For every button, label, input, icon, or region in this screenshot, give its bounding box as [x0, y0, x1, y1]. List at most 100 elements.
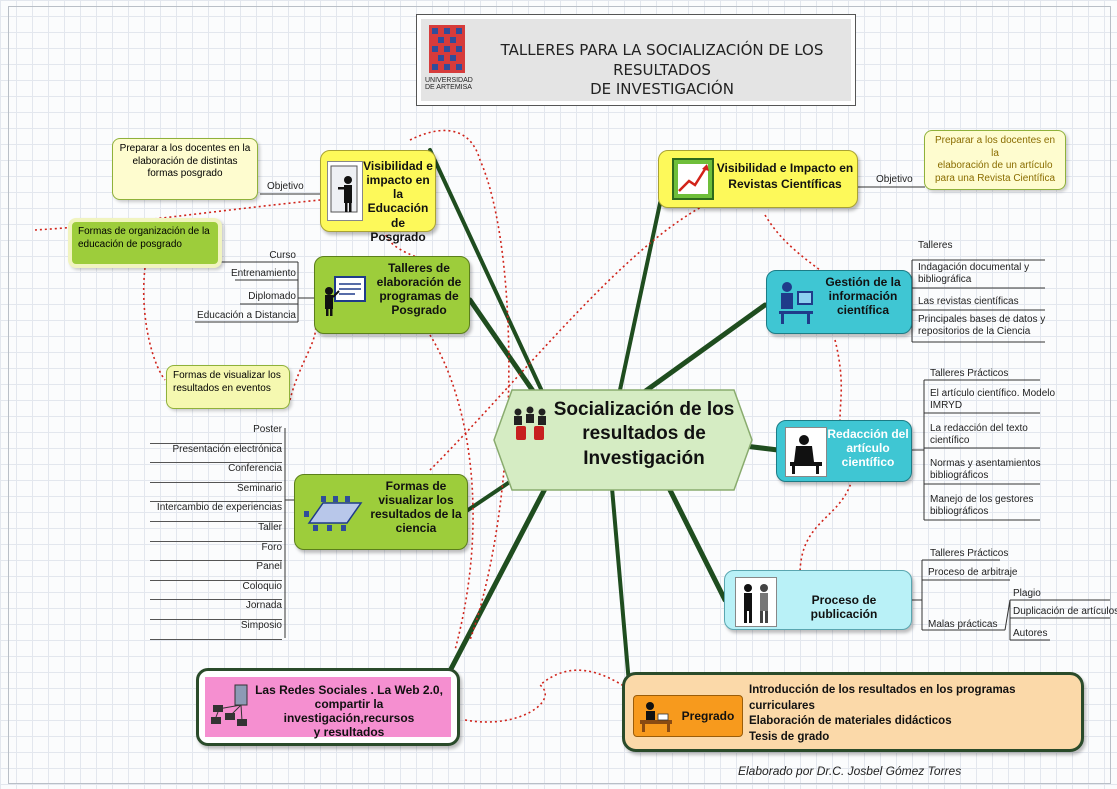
gestion-item-l2: bibliográfica: [918, 273, 972, 285]
relationship-links: [34, 129, 853, 723]
g-line3: científica: [836, 303, 890, 318]
gestion-item: Las revistas científicas: [918, 296, 1019, 308]
branch-publicacion: [657, 467, 728, 603]
publicacion-lines: [912, 559, 1110, 641]
canvas-frame: [8, 6, 1111, 784]
vp-line1: Visibilidad e: [363, 159, 433, 173]
logo-text-line1: UNIVERSIDAD: [425, 77, 473, 84]
objective-label-right: Objetivo: [876, 174, 913, 185]
center-line3: Investigación: [583, 447, 705, 469]
rel-posgrado-redes: [409, 129, 510, 641]
talleres-posgrado-node[interactable]: Talleres de elaboración de programas de …: [314, 256, 470, 334]
redaccion-item-l1: Normas y asentamientos: [930, 458, 1041, 469]
header-panel: UNIVERSIDAD DE ARTEMISA TALLERES PARA LA…: [416, 14, 856, 106]
page-title: TALLERES PARA LA SOCIALIZACIÓN DE LOS RE…: [473, 41, 851, 100]
redaccion-item-l1: Talleres Prácticos: [930, 368, 1009, 379]
fve-line1: Formas de visualizar los: [173, 370, 281, 381]
gestion-item-l1: Las revistas científicas: [918, 296, 1019, 307]
center-node[interactable]: Socialización de los resultados de Inves…: [492, 388, 754, 492]
branch-gestion: [637, 302, 768, 398]
redes-sociales-label: Las Redes Sociales . La Web 2.0, compart…: [249, 683, 449, 740]
formas-visualizar-node[interactable]: Formas de visualizar los resultados de l…: [294, 474, 468, 550]
talleres-posgrado-item: Curso: [269, 250, 296, 261]
fv-item: Coloquio: [150, 581, 282, 601]
formas-org-line2: educación de posgrado: [78, 238, 182, 250]
meeting-table-icon: [303, 493, 363, 533]
pregrado-node[interactable]: Pregrado: [633, 695, 743, 737]
publicacion-item: Proceso de arbitraje: [928, 567, 1018, 578]
branch-visibilidad-posgrado: [428, 148, 562, 432]
publicacion-label: Proceso de publicación: [810, 593, 878, 622]
talleres-posgrado-item: Entrenamiento: [230, 268, 296, 279]
formas-organizacion-node[interactable]: Formas de organización de la educación d…: [68, 218, 222, 268]
publicacion-node[interactable]: Proceso de publicación: [724, 570, 912, 630]
redaccion-lines: [912, 379, 1040, 521]
fv-item: Presentación electrónica: [150, 444, 282, 464]
g-line1: Gestión de la: [825, 275, 901, 289]
logo-text-line2: DE ARTEMISA: [425, 84, 472, 92]
vp-line2: impacto en la: [366, 173, 430, 202]
rel-formas-eventos: [142, 267, 166, 381]
branch-redes-sociales: [437, 457, 563, 693]
redaccion-item: El artículo científico. Modelo IMRYD: [930, 388, 1055, 411]
pregrado-item: Tesis de grado: [749, 730, 830, 743]
gestion-item: Principales bases de datos y repositorio…: [918, 314, 1045, 337]
visibilidad-revistas-node[interactable]: Visibilidad e Impacto en Revistas Cientí…: [658, 150, 858, 208]
computer-user-icon: [773, 279, 815, 325]
redaccion-label: Redacción del artículo científico: [825, 427, 911, 469]
fv-line3: resultados de la: [370, 507, 462, 522]
gestion-item: Talleres: [918, 240, 952, 252]
talleres-posgrado-item: Diplomado: [248, 291, 296, 302]
redaccion-item-l1: Manejo de los gestores: [930, 494, 1034, 505]
redaccion-node[interactable]: Redacción del artículo científico: [776, 420, 912, 482]
note-objetivo-revistas: Preparar a los docentes en la elaboració…: [924, 130, 1066, 190]
redaccion-item: Manejo de los gestores bibliográficos: [930, 494, 1033, 517]
pregrado-item: Elaboración de materiales didácticos: [749, 715, 952, 728]
title-line2: DE INVESTIGACIÓN: [590, 80, 734, 98]
malas-practicas-item: Plagio: [1013, 588, 1041, 599]
fv-line1: Formas de: [385, 479, 447, 493]
center-title: Socialización de los resultados de Inves…: [544, 398, 744, 471]
redaccion-item-l2: bibliográficos: [930, 505, 989, 517]
malas-practicas-item: Duplicación de artículos: [1013, 606, 1117, 617]
fv-line2: visualizar los: [378, 493, 454, 508]
pregrado-panel[interactable]: Pregrado Introducción de los resultados …: [622, 672, 1084, 752]
publicacion-item: Malas prácticas: [928, 619, 998, 630]
fv-item: Taller: [150, 522, 282, 542]
formas-visualizar-eventos-node[interactable]: Formas de visualizar los resultados en e…: [166, 365, 290, 409]
presenter-icon: [327, 161, 363, 221]
formas-org-line1: Formas de organización de la: [78, 226, 210, 237]
r-line1: Redacción del: [827, 427, 909, 441]
rs-line3: y resultados: [313, 725, 385, 740]
tp-line1: Talleres de: [388, 261, 450, 275]
pregrado-items: Introducción de los resultados en los pr…: [749, 683, 1081, 745]
vr-line1: Visibilidad e Impacto en: [716, 161, 854, 175]
note-objetivo-posgrado: Preparar a los docentes en la elaboració…: [112, 138, 258, 200]
gestion-item-l1: Principales bases de datos y: [918, 314, 1046, 325]
fv-item: Simposio: [150, 620, 282, 640]
desk-worker-icon: [638, 700, 674, 732]
rel-gestion-redaccion: [834, 339, 843, 421]
fv-item: Foro: [150, 542, 282, 562]
note-revistas-line1: Preparar a los docentes en la: [934, 135, 1056, 159]
branch-visibilidad-revistas: [618, 178, 667, 392]
gestion-node[interactable]: Gestión de la información científica: [766, 270, 912, 334]
objective-label-left: Objetivo: [267, 181, 304, 192]
fve-line2: resultados en eventos: [173, 382, 271, 394]
author-signature: Elaborado por Dr.C. Josbel Gómez Torres: [738, 764, 962, 778]
network-computers-icon: [209, 683, 253, 729]
vp-line3: Educación de: [367, 201, 429, 230]
rel-redes-pregrado: [464, 669, 631, 723]
redaccion-item-l2: científico: [930, 434, 970, 446]
visibilidad-posgrado-label: Visibilidad e impacto en la Educación de…: [361, 159, 435, 244]
formas-visualizar-lines: [284, 428, 294, 638]
pregrado-label: Pregrado: [681, 709, 735, 723]
gestion-item-l1: Talleres: [918, 240, 953, 251]
rel-talleres-redes: [429, 334, 474, 651]
publicacion-item: Talleres Prácticos: [930, 548, 1009, 559]
rel-redaccion-publicacion: [799, 479, 853, 576]
visibilidad-posgrado-node[interactable]: Visibilidad e impacto en la Educación de…: [320, 150, 436, 244]
header-inner: [421, 19, 851, 101]
redes-sociales-node[interactable]: Las Redes Sociales . La Web 2.0, compart…: [196, 668, 460, 746]
